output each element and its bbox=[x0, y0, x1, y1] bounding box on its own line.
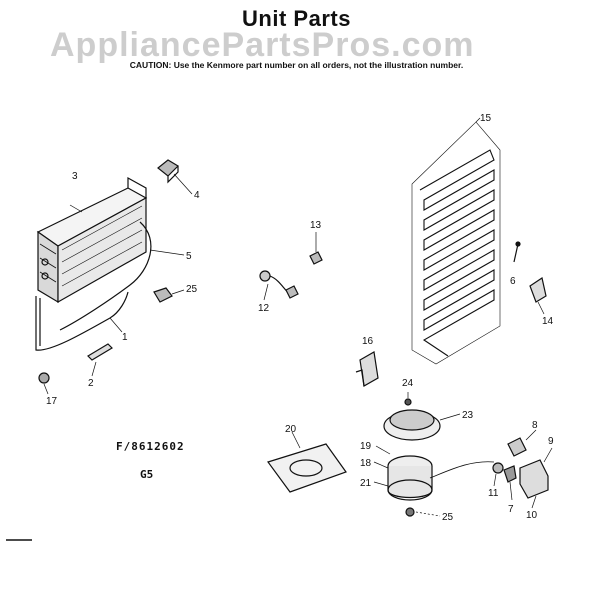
callout-18: 18 bbox=[360, 458, 372, 469]
callout-3: 3 bbox=[72, 171, 78, 182]
callout-6: 6 bbox=[510, 276, 516, 287]
caution-note: CAUTION: Use the Kenmore part number on … bbox=[129, 60, 464, 70]
part-15-condenser-coil[interactable] bbox=[411, 117, 501, 365]
part-11-terminal[interactable] bbox=[492, 462, 504, 487]
part-13-connector[interactable] bbox=[309, 232, 323, 265]
part-23-drain-pan[interactable] bbox=[383, 409, 461, 441]
callout-15: 15 bbox=[480, 113, 492, 124]
callout-11: 11 bbox=[488, 488, 499, 499]
part-9-overload[interactable] bbox=[519, 447, 553, 499]
part-12-harness[interactable] bbox=[259, 270, 299, 301]
sub-code: G5 bbox=[140, 468, 154, 481]
part-5-wire[interactable] bbox=[59, 221, 185, 331]
callout-19: 19 bbox=[360, 441, 372, 452]
part-18-compressor[interactable] bbox=[373, 445, 495, 501]
part-20-base-plate[interactable] bbox=[267, 431, 347, 493]
part-6-screw[interactable] bbox=[513, 241, 521, 263]
part-4-bracket[interactable] bbox=[157, 159, 193, 195]
callout-12: 12 bbox=[258, 303, 270, 314]
part-17-grommet[interactable] bbox=[38, 372, 50, 395]
part-10-clip[interactable] bbox=[531, 495, 537, 509]
part-3-condenser[interactable] bbox=[36, 176, 148, 304]
part-25-grommet-bottom[interactable] bbox=[405, 507, 441, 517]
callout-7: 7 bbox=[508, 504, 514, 515]
part-24-bolt[interactable] bbox=[404, 392, 412, 406]
callout-21: 21 bbox=[360, 478, 372, 489]
callout-5: 5 bbox=[186, 251, 192, 262]
part-8-relay[interactable] bbox=[507, 429, 537, 457]
part-2-probe[interactable] bbox=[87, 343, 113, 377]
callout-24: 24 bbox=[402, 378, 414, 389]
callout-17: 17 bbox=[46, 396, 58, 407]
callout-25-bottom: 25 bbox=[442, 512, 454, 523]
page-title: Unit Parts bbox=[242, 6, 351, 31]
watermark: AppliancePartsPros.com bbox=[50, 26, 475, 64]
callout-20: 20 bbox=[285, 424, 297, 435]
callout-23: 23 bbox=[462, 410, 474, 421]
model-code: F/8612602 bbox=[116, 440, 185, 453]
callout-14: 14 bbox=[542, 316, 554, 327]
part-25-clip-left[interactable] bbox=[153, 287, 185, 303]
callout-16: 16 bbox=[362, 336, 374, 347]
callout-4: 4 bbox=[194, 190, 200, 201]
callout-13: 13 bbox=[310, 220, 322, 231]
part-1-tubing[interactable] bbox=[35, 291, 129, 351]
callout-2: 2 bbox=[88, 378, 94, 389]
part-14-bracket[interactable] bbox=[529, 277, 547, 315]
callout-9: 9 bbox=[548, 436, 554, 447]
callout-25-left: 25 bbox=[186, 284, 198, 295]
callout-1: 1 bbox=[122, 332, 128, 343]
part-7-cover[interactable] bbox=[503, 465, 517, 501]
callout-8: 8 bbox=[532, 420, 538, 431]
part-16-mount[interactable] bbox=[355, 351, 379, 387]
callout-10: 10 bbox=[526, 510, 538, 521]
